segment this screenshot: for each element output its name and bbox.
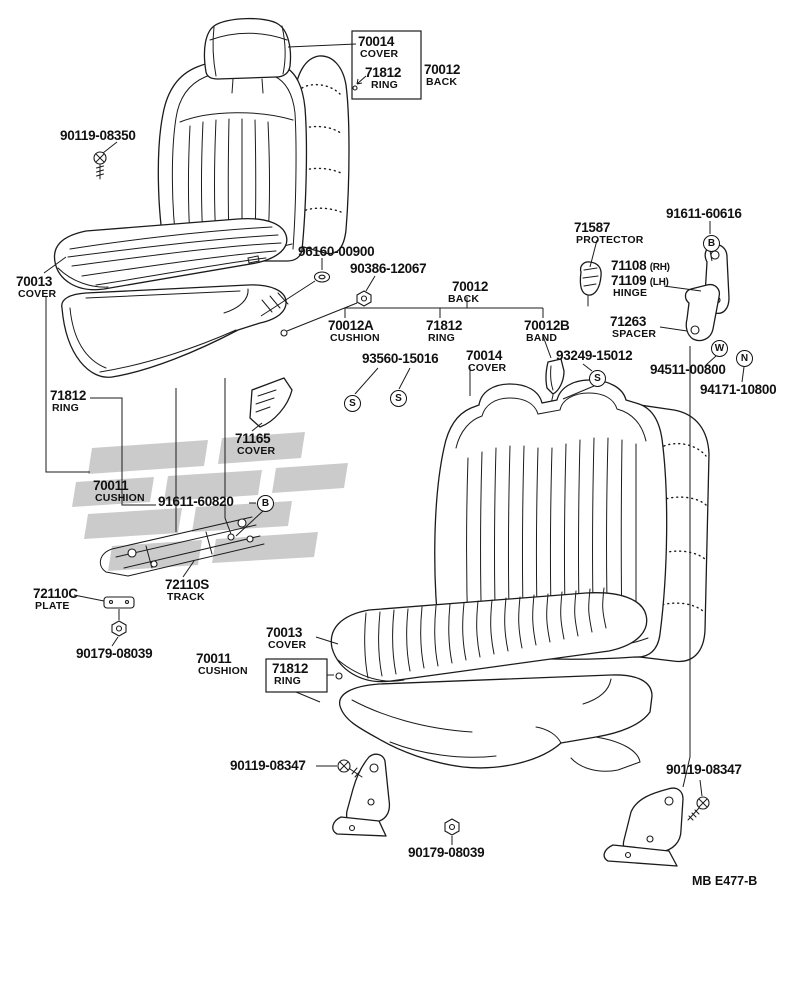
part-label-90179-08039-bottom: 90179-08039 — [408, 845, 485, 860]
leader-lines — [43, 30, 745, 845]
bench-seat-cushion — [330, 587, 648, 683]
seat-track-assembly — [99, 516, 265, 577]
watermark-logo — [72, 432, 348, 571]
cover-flap-71165 — [249, 377, 293, 428]
front-seat-cushion — [53, 217, 288, 291]
part-label-71812-ring-rear: 71812 RING — [426, 318, 463, 345]
part-label-70012-back-front: 70012 BACK — [424, 62, 461, 89]
part-label-71165-cover: 71165 COVER — [235, 431, 276, 458]
part-label-70011-cushion-front: 70011 CUSHION — [93, 478, 145, 505]
protector-71587-part — [579, 261, 602, 307]
part-label-71812-ring-rear-cushion: 71812 RING — [272, 661, 309, 688]
fastener-marker-bolt: B — [703, 235, 720, 252]
hinge-parts — [684, 243, 730, 342]
fastener-marker-screw: S — [589, 370, 606, 387]
fastener-marker-nut: N — [736, 350, 753, 367]
bench-hinge-bracket-right — [603, 787, 710, 867]
part-label-70014-cover-front: 70014 COVER — [358, 34, 399, 61]
figure-code: MB E477-B — [692, 874, 758, 888]
part-label-70012b-band: 70012B BAND — [524, 318, 570, 345]
part-label-70012-back-rear: 70012 BACK — [448, 279, 489, 306]
part-label-96160-00900: 96160-00900 — [298, 244, 375, 259]
nut-90179-08039-icon — [444, 818, 460, 836]
part-label-72110s-track: 72110S TRACK — [165, 577, 209, 604]
part-label-93249-15012: 93249-15012 — [556, 348, 633, 363]
part-label-70013-cover-front: 70013 COVER — [16, 274, 57, 301]
front-cushion-frame — [61, 284, 289, 378]
bench-hinge-bracket-left — [332, 753, 391, 837]
bench-cushion-frame — [339, 674, 653, 772]
fastener-marker-bolt: B — [257, 495, 274, 512]
part-label-70014-cover-rear: 70014 COVER — [466, 348, 507, 375]
part-label-90179-08039-left: 90179-08039 — [76, 646, 153, 661]
fastener-marker-washer: W — [711, 340, 728, 357]
part-label-70011-cushion-rear: 70011 CUSHION — [196, 651, 248, 678]
part-label-90119-08350: 90119-08350 — [60, 128, 136, 143]
part-label-70013-cover-rear: 70013 COVER — [266, 625, 307, 652]
part-label-71108-71109-hinge: 71108 (RH) 71109 (LH) HINGE — [611, 258, 670, 300]
part-label-94171-10800: 94171-10800 — [700, 382, 777, 397]
part-label-71587-protector: 71587 PROTECTOR — [574, 220, 644, 247]
part-label-93560-15016: 93560-15016 — [362, 351, 439, 366]
fastener-marker-screw: S — [344, 395, 361, 412]
part-label-91611-60616: 91611-60616 — [666, 206, 742, 221]
part-label-91611-60820: 91611-60820 — [158, 494, 234, 509]
track-plate-and-nut — [103, 596, 135, 637]
part-label-71812-ring-cushion: 71812 RING — [50, 388, 87, 415]
fastener-marker-screw: S — [390, 390, 407, 407]
part-label-71263-spacer: 71263 SPACER — [610, 314, 657, 341]
part-label-72110c-plate: 72110C PLATE — [33, 586, 78, 613]
part-label-71812-ring-front: 71812 RING — [365, 65, 402, 92]
part-label-94511-00800: 94511-00800 — [650, 362, 726, 377]
screw-90119-08350-icon — [93, 151, 107, 180]
front-headrest — [203, 17, 292, 94]
grommet-and-nut-icons — [313, 271, 372, 307]
part-label-90119-08347-left: 90119-08347 — [230, 758, 306, 773]
part-label-70012a-cushion: 70012A CUSHION — [328, 318, 380, 345]
part-label-90119-08347-right: 90119-08347 — [666, 762, 742, 777]
part-label-90386-12067: 90386-12067 — [350, 261, 427, 276]
